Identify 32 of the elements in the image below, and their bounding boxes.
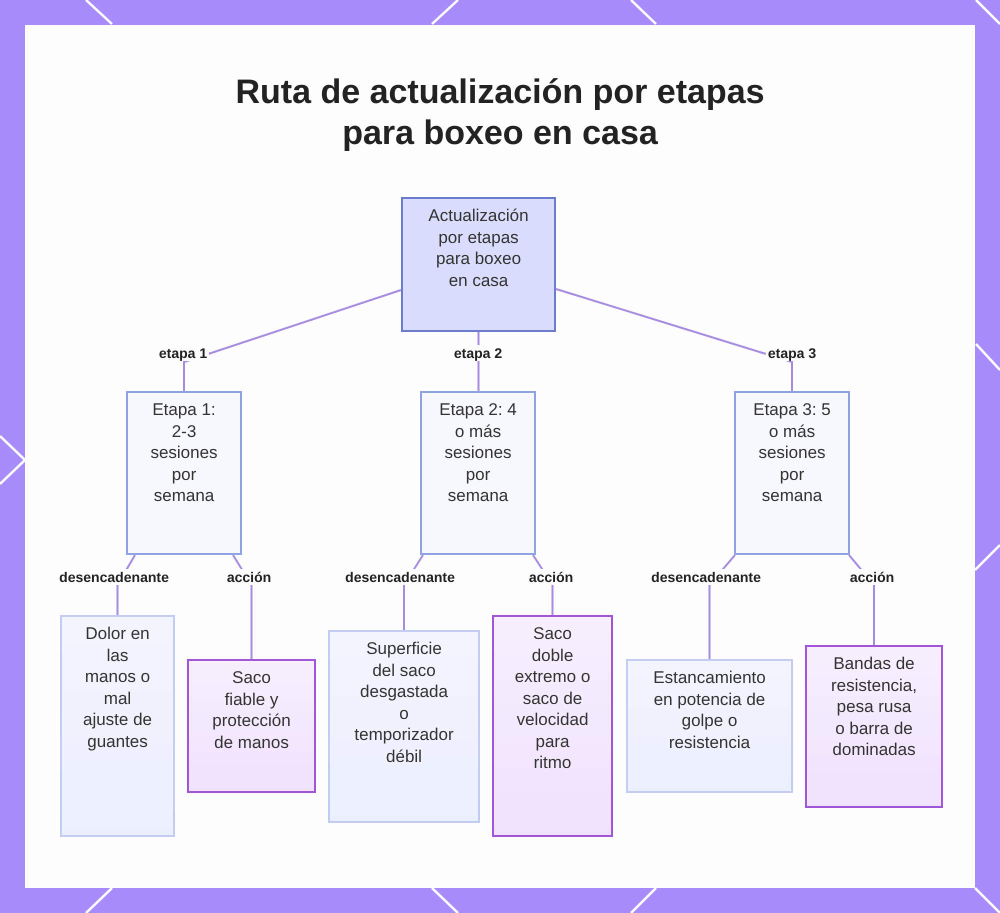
edge-label: desencadenante: [57, 569, 171, 585]
node-text: Etapa 1: 2-3 sesiones por semana: [149, 399, 219, 506]
action-box: [187, 659, 316, 793]
node-text: Actualización por etapas para boxeo en casa: [427, 205, 530, 291]
node-text: Etapa 3: 5 o más sesiones por semana: [752, 399, 832, 506]
diagram-title: Ruta de actualización por etapas para boxeo en casa: [234, 72, 766, 154]
edge-label: etapa 3: [766, 345, 818, 361]
node-text: Etapa 2: 4 o más sesiones por semana: [438, 399, 518, 506]
connector-line: [183, 289, 402, 391]
root-topic-box: [401, 197, 556, 332]
node-text: Estancamiento en potencia de golpe o resistencia: [652, 667, 767, 753]
node-text: Superficie del saco desgastada o temporizador débil: [354, 638, 454, 767]
node-text: Dolor en las manos o mal ajuste de guantes: [82, 623, 153, 752]
stage-box: [420, 391, 536, 555]
edge-label: acción: [526, 569, 576, 585]
node-text: Saco doble extremo o saco de velocidad para ritmo: [514, 623, 590, 774]
trigger-box: [626, 659, 793, 793]
edge-label: desencadenante: [343, 569, 457, 585]
edge-label: etapa 1: [156, 345, 210, 361]
action-box: [492, 615, 613, 837]
action-box: [805, 645, 943, 808]
node-text: Bandas de resistencia, pesa rusa o barra de dominadas: [830, 653, 918, 760]
edge-label: etapa 2: [452, 345, 504, 361]
trigger-box: [60, 615, 175, 837]
edge-label: desencadenante: [649, 569, 763, 585]
node-text: Saco fiable y protección de manos: [212, 667, 292, 753]
stage-box: [734, 391, 850, 555]
edge-label: acción: [224, 569, 274, 585]
trigger-box: [328, 630, 480, 823]
connector-line: [556, 288, 793, 391]
edge-label: acción: [848, 569, 896, 585]
stage-box: [126, 391, 242, 555]
